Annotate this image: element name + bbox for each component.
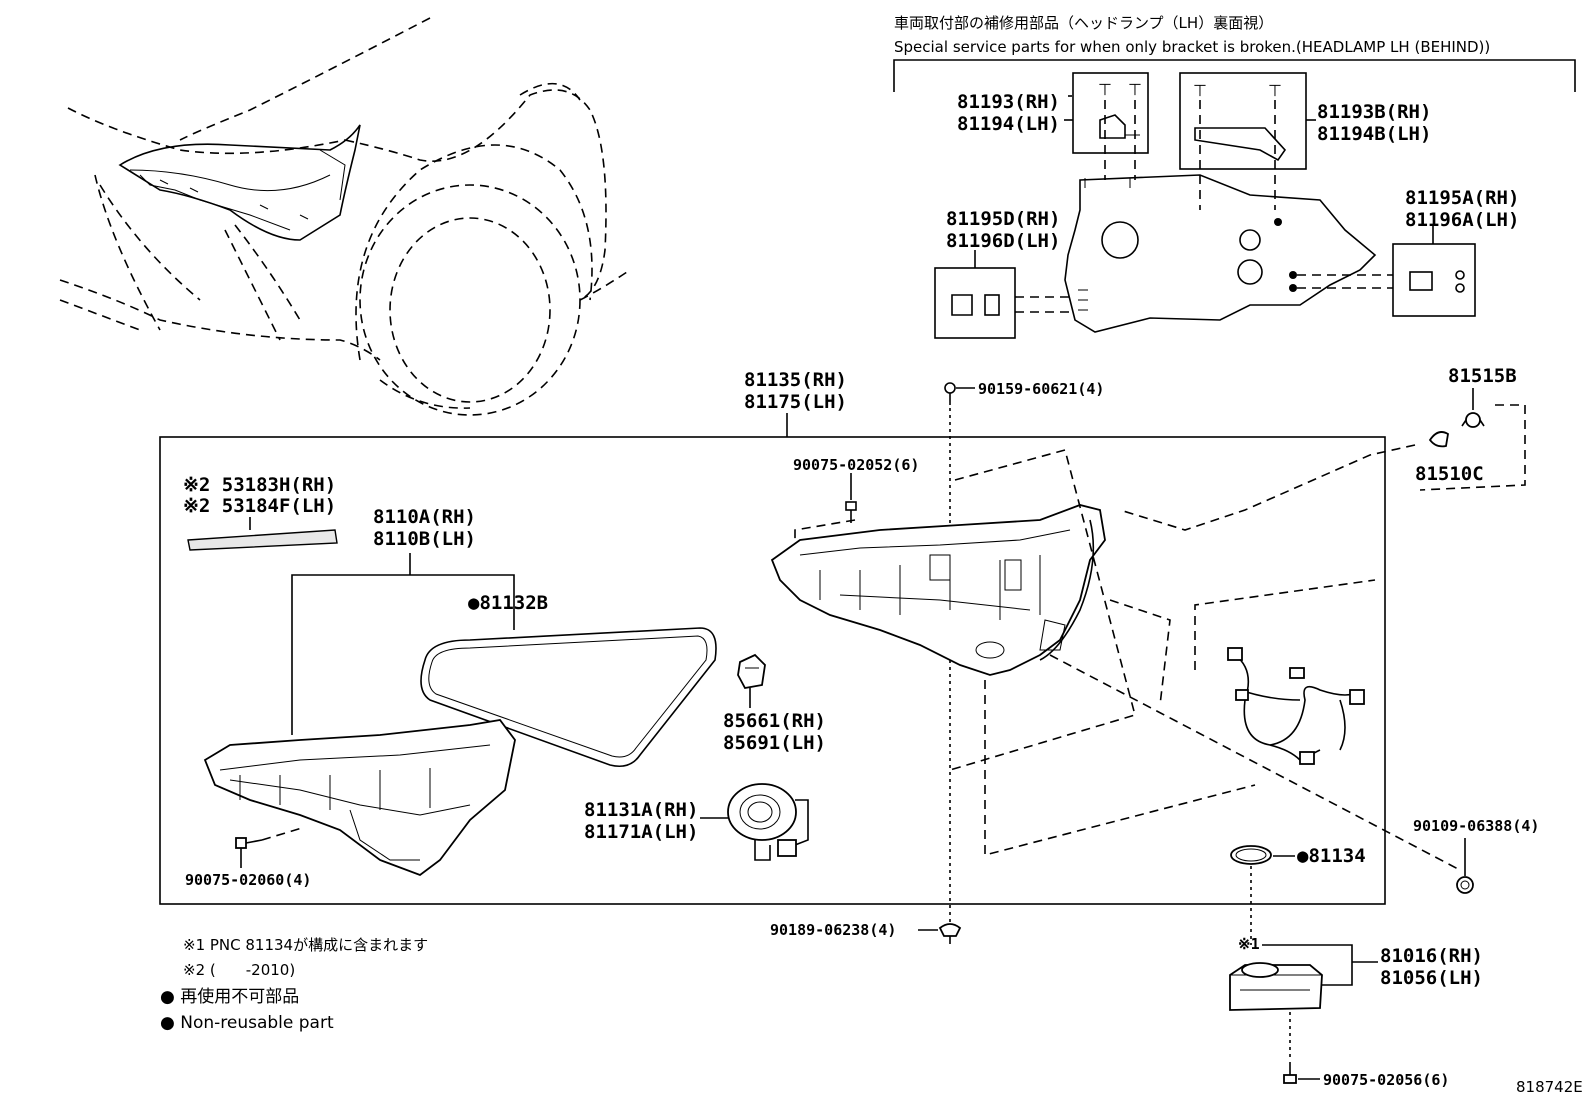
headlamp-housing <box>770 504 1106 676</box>
box-81195a <box>1392 243 1476 317</box>
callout-90109: 90109-06388(4) <box>1413 817 1539 835</box>
callout-81196d: 81196D(LH) <box>946 230 1060 252</box>
callout-90075-02060: 90075-02060(4) <box>185 871 311 889</box>
wire-harness <box>1194 579 1376 765</box>
svg-text:⊤: ⊤ <box>1128 80 1142 99</box>
part-81515b <box>1461 412 1485 428</box>
callout-81194: 81194(LH) <box>957 113 1060 135</box>
part-81016 <box>1229 962 1323 1011</box>
gasket-81134 <box>1230 845 1272 865</box>
svg-text:⊤: ⊤ <box>1098 80 1112 99</box>
callout-90075-02056: 90075-02056(6) <box>1323 1071 1449 1089</box>
part-53183h <box>187 529 338 551</box>
legend-en: ● Non-reusable part <box>160 1013 334 1033</box>
box-81193 <box>1072 72 1149 154</box>
callout-81132b: ●81132B <box>468 592 548 614</box>
diagram-id: 818742E <box>1516 1078 1583 1096</box>
callout-81194b: 81194B(LH) <box>1317 123 1431 145</box>
svg-text:⊤: ⊤ <box>1268 81 1282 100</box>
callout-8110b: 8110B(LH) <box>373 528 476 550</box>
part-85661 <box>737 653 766 689</box>
note-1: ※1 PNC 81134が構成に含まれます <box>183 936 428 954</box>
callout-85661: 85661(RH) <box>723 710 826 732</box>
screw-90159 <box>944 382 956 405</box>
callout-90075-02052: 90075-02052(6) <box>793 456 919 474</box>
callout-81056: 81056(LH) <box>1380 967 1483 989</box>
callout-90189: 90189-06238(4) <box>770 921 896 939</box>
callout-81195d: 81195D(RH) <box>946 208 1060 230</box>
assembly-frame <box>159 436 1386 905</box>
callout-53183h: ※2 53183H(RH) <box>183 474 336 496</box>
callout-8110a: 8110A(RH) <box>373 506 476 528</box>
svg-text:⊤: ⊤ <box>1193 81 1207 100</box>
note-2: ※2 ( -2010) <box>183 961 295 979</box>
callout-81175: 81175(LH) <box>744 391 847 413</box>
callout-53184f: ※2 53184F(LH) <box>183 495 336 517</box>
vehicle-front-illustration <box>59 17 631 416</box>
part-81510c <box>1428 431 1449 448</box>
callout-81171a: 81171A(LH) <box>584 821 698 843</box>
screw-90075-02056 <box>1283 1062 1297 1084</box>
bracket-repair-subdiagram: ⊤ ⊤ ⊤ ⊤ <box>934 72 1476 339</box>
header-bracket <box>893 59 1576 92</box>
gasket-81132b <box>420 627 717 768</box>
rivet-90189 <box>938 923 962 944</box>
callout-81016: 81016(RH) <box>1380 945 1483 967</box>
callout-81134: ●81134 <box>1297 845 1366 867</box>
header-title-jp: 車両取付部の補修用部品（ヘッドランプ（LH）裏面視） <box>894 14 1273 32</box>
callout-85691: 85691(LH) <box>723 732 826 754</box>
callout-note1-mark: ※1 <box>1238 935 1260 953</box>
callout-81135: 81135(RH) <box>744 369 847 391</box>
callout-81195a: 81195A(RH) <box>1405 187 1519 209</box>
callout-81515b: 81515B <box>1448 365 1517 387</box>
headlamp-lens <box>203 719 516 877</box>
box-81195d <box>934 267 1016 339</box>
callout-81131a: 81131A(RH) <box>584 799 698 821</box>
part-81131a <box>727 783 809 861</box>
box-81193b <box>1179 72 1307 170</box>
callout-81196a: 81196A(LH) <box>1405 209 1519 231</box>
header-title-en: Special service parts for when only brac… <box>894 38 1490 56</box>
callout-90159: 90159-60621(4) <box>978 380 1104 398</box>
legend-jp: ● 再使用不可部品 <box>160 986 299 1007</box>
screw-90075-02060 <box>235 837 263 849</box>
bolt-90109 <box>1456 876 1474 894</box>
callout-81193b: 81193B(RH) <box>1317 101 1431 123</box>
callout-81193: 81193(RH) <box>957 91 1060 113</box>
callout-81510c: 81510C <box>1415 463 1484 485</box>
